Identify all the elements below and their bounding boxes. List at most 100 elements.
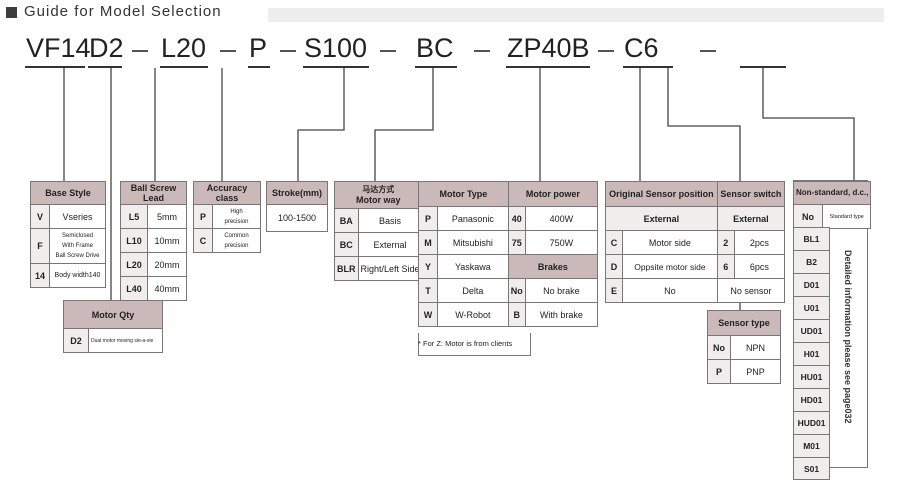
table-cell-code: BLR xyxy=(334,256,359,281)
motor-type-title: Motor Type xyxy=(418,181,509,207)
code-underline xyxy=(88,66,122,68)
table-cell-code: C xyxy=(605,230,623,255)
table-cell-desc: Body width140 xyxy=(49,263,106,288)
table-cell-desc: Semiclosed With Frame Ball Screw Drive xyxy=(49,228,106,264)
code-underline xyxy=(740,66,786,68)
motor-footnote: * For Z: Motor is from clients xyxy=(418,339,513,348)
table-cell-value: 10mm xyxy=(147,228,187,253)
base-style-table: Base Style V Vseries F Semiclosed With F… xyxy=(30,181,106,288)
table-cell-desc: With brake xyxy=(524,302,599,327)
non-standard-code: M01 xyxy=(793,434,830,458)
table-cell-code: P xyxy=(418,206,438,231)
base-style-desc-line: Ball Screw Drive xyxy=(55,253,100,259)
table-cell-desc: External xyxy=(357,232,423,257)
accuracy-title: Accuracy class xyxy=(193,181,261,205)
accuracy-desc-line: High xyxy=(230,208,243,215)
header-square-icon xyxy=(6,7,17,18)
stroke-table: Stroke(mm) 100-1500 xyxy=(266,181,328,232)
table-cell-desc: Motor side xyxy=(622,230,718,255)
code-dash xyxy=(132,50,148,52)
motor-power-title: Motor power xyxy=(507,181,599,207)
code-underline xyxy=(506,66,590,68)
table-cell-code: L5 xyxy=(120,204,148,229)
code-segment-motor: ZP40B xyxy=(507,33,590,63)
table-cell-value: 20mm xyxy=(147,252,187,277)
base-style-desc-line: Semiclosed xyxy=(61,233,93,239)
sensor-type-title: Sensor type xyxy=(707,310,781,336)
table-cell-code: BC xyxy=(334,232,359,257)
table-cell-desc: No sensor xyxy=(716,278,786,303)
connector-motor-way xyxy=(374,68,434,181)
non-standard-note: Detailed information please see page032 xyxy=(839,250,853,424)
brakes-title: Brakes xyxy=(507,254,599,279)
table-cell-code: BA xyxy=(334,208,359,233)
page-title: Guide for Model Selection xyxy=(24,3,222,20)
non-standard-code: BL1 xyxy=(793,227,830,251)
table-cell-desc: High precision xyxy=(212,204,261,229)
code-underline xyxy=(415,66,457,68)
non-standard-code: S01 xyxy=(793,457,830,480)
table-cell-value: 400W xyxy=(524,206,599,231)
non-standard-code: H01 xyxy=(793,342,830,366)
table-cell-code: B xyxy=(507,302,526,327)
table-cell-code: 2 xyxy=(716,230,735,255)
non-standard-code: UD01 xyxy=(793,319,830,343)
stroke-title: Stroke(mm) xyxy=(266,181,328,205)
sensor-table: Original Sensor position Sensor switch E… xyxy=(605,181,786,303)
table-cell-desc: Basis xyxy=(357,208,423,233)
table-cell-code: No xyxy=(507,278,526,303)
table-cell-desc: Dual motor moving sie-a-vie xyxy=(88,328,163,353)
table-cell-code: L10 xyxy=(120,228,148,253)
sensor-switch-subtitle: External xyxy=(716,206,786,231)
table-cell-desc: Oppsite motor side xyxy=(622,254,718,279)
table-cell-code: V xyxy=(30,204,50,229)
table-cell-desc: Mitsubishi xyxy=(437,230,509,255)
table-cell-value: 5mm xyxy=(147,204,187,229)
stroke-value: 100-1500 xyxy=(266,204,328,232)
ball-screw-title: Ball Screw Lead xyxy=(120,181,187,205)
code-dash xyxy=(280,50,296,52)
table-cell-desc: No xyxy=(622,278,718,303)
table-cell-desc: Delta xyxy=(437,278,509,303)
code-segment-motor-way: BC xyxy=(416,33,454,63)
accuracy-desc-line: Common xyxy=(224,232,249,239)
accuracy-desc-line: precision xyxy=(224,218,249,225)
table-cell-desc: Common precision xyxy=(212,228,261,253)
code-dash xyxy=(220,50,236,52)
non-standard-code: HD01 xyxy=(793,388,830,412)
table-cell-code: L40 xyxy=(120,276,148,301)
table-cell-desc: Panasonic xyxy=(437,206,509,231)
code-underline xyxy=(248,66,270,68)
table-cell-desc: NPN xyxy=(730,335,781,360)
footnote-box xyxy=(418,333,531,356)
sensor-switch-title: Sensor switch xyxy=(716,181,786,207)
code-dash xyxy=(474,50,490,52)
code-underline xyxy=(623,66,673,68)
motor-qty-table: Motor Qty D2 Dual motor moving sie-a-vie xyxy=(63,300,163,353)
motor-qty-title: Motor Qty xyxy=(63,300,163,329)
code-segment-lead: L20 xyxy=(161,33,207,63)
table-cell-code: M xyxy=(418,230,438,255)
code-segment-motor-qty: D2 xyxy=(89,33,124,63)
table-cell-code: Y xyxy=(418,254,438,279)
table-cell-code: 75 xyxy=(507,230,526,255)
table-cell-code: L20 xyxy=(120,252,148,277)
header-bar xyxy=(268,8,884,22)
code-underline xyxy=(303,66,369,68)
table-cell-code: No xyxy=(793,204,823,229)
table-cell-code: T xyxy=(418,278,438,303)
table-cell-code: F xyxy=(30,228,50,264)
table-cell-code: 6 xyxy=(716,254,735,279)
base-style-title: Base Style xyxy=(30,181,106,205)
table-cell-desc: Standard type xyxy=(821,204,872,229)
table-cell-desc: PNP xyxy=(730,359,781,384)
code-dash xyxy=(380,50,396,52)
table-cell-code: 40 xyxy=(507,206,526,231)
non-standard-code: U01 xyxy=(793,296,830,320)
table-cell-code: C xyxy=(193,228,213,253)
accuracy-desc-line: precision xyxy=(224,242,249,249)
